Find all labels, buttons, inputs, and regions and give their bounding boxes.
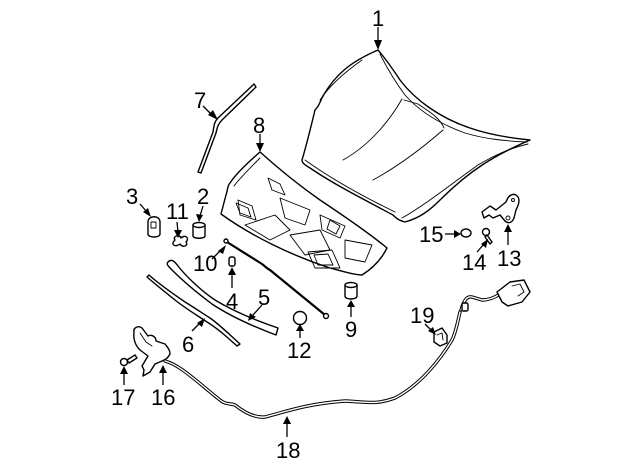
arrowhead-14: [481, 239, 488, 248]
release-cable-part[interactable]: [163, 310, 462, 419]
leader-2: [199, 205, 204, 217]
arrowhead-2: [196, 214, 203, 222]
bumper-part-2[interactable]: [192, 221, 206, 239]
leader-lines: [120, 27, 512, 437]
cable-clip-part[interactable]: [433, 327, 448, 347]
arrowhead-4: [228, 267, 236, 275]
callout-13: 13: [497, 246, 521, 271]
callout-3: 3: [126, 184, 138, 209]
prop-rod-part[interactable]: [223, 238, 330, 320]
arrowhead-12: [296, 324, 304, 331]
hood-part[interactable]: [301, 49, 531, 223]
callout-6: 6: [182, 332, 194, 357]
arrowhead-16: [159, 365, 167, 373]
bumper-part-4[interactable]: [228, 256, 236, 267]
arrowhead-8: [256, 143, 264, 152]
callout-labels: 1 2 3 4 5 6 7 8 9 10 11 12 13 14 15 16 1…: [111, 6, 521, 463]
callout-17: 17: [111, 385, 135, 410]
callout-7: 7: [194, 88, 206, 113]
arrowhead-19: [428, 327, 436, 335]
arrowhead-13: [504, 224, 512, 232]
callout-4: 4: [226, 289, 238, 314]
bolt-part-17[interactable]: [119, 354, 138, 367]
callout-8: 8: [253, 113, 265, 138]
arrowhead-7: [208, 110, 218, 120]
arrowhead-5: [248, 313, 256, 321]
callout-9: 9: [345, 317, 357, 342]
callout-11: 11: [166, 199, 189, 224]
callout-5: 5: [258, 285, 270, 310]
arrowhead-15: [454, 230, 461, 238]
arrowhead-17: [120, 366, 128, 374]
callout-16: 16: [151, 385, 175, 410]
arrowhead-11: [174, 230, 182, 238]
grommet-part[interactable]: [292, 310, 308, 326]
arrowhead-3: [143, 208, 151, 217]
insulator-clip-part[interactable]: [147, 216, 161, 238]
callout-14: 14: [462, 250, 486, 275]
arrowhead-1: [374, 40, 382, 50]
arrowhead-6: [197, 318, 205, 327]
arrowhead-18: [283, 416, 291, 424]
side-seal-part[interactable]: [197, 83, 257, 174]
rear-seal-part[interactable]: [146, 274, 241, 347]
arrowhead-10: [218, 245, 226, 254]
clip-part[interactable]: [172, 235, 189, 247]
callout-1: 1: [372, 6, 384, 31]
front-seal-part[interactable]: [166, 259, 279, 336]
callout-2: 2: [197, 184, 209, 209]
arrowhead-9: [347, 300, 355, 307]
callout-12: 12: [287, 338, 311, 363]
callout-18: 18: [276, 438, 300, 463]
release-handle-part[interactable]: [133, 326, 171, 377]
callout-19: 19: [410, 303, 434, 328]
leader-5: [252, 304, 263, 316]
hinge-part[interactable]: [481, 193, 520, 224]
callout-10: 10: [193, 251, 217, 276]
cable-connector-part[interactable]: [459, 279, 531, 312]
leader-6: [191, 322, 201, 332]
insulator-part[interactable]: [220, 151, 388, 276]
nut-part[interactable]: [460, 228, 472, 238]
bumper-part-9[interactable]: [344, 281, 358, 300]
bolt-part-14[interactable]: [481, 227, 493, 245]
callout-15: 15: [419, 222, 443, 247]
